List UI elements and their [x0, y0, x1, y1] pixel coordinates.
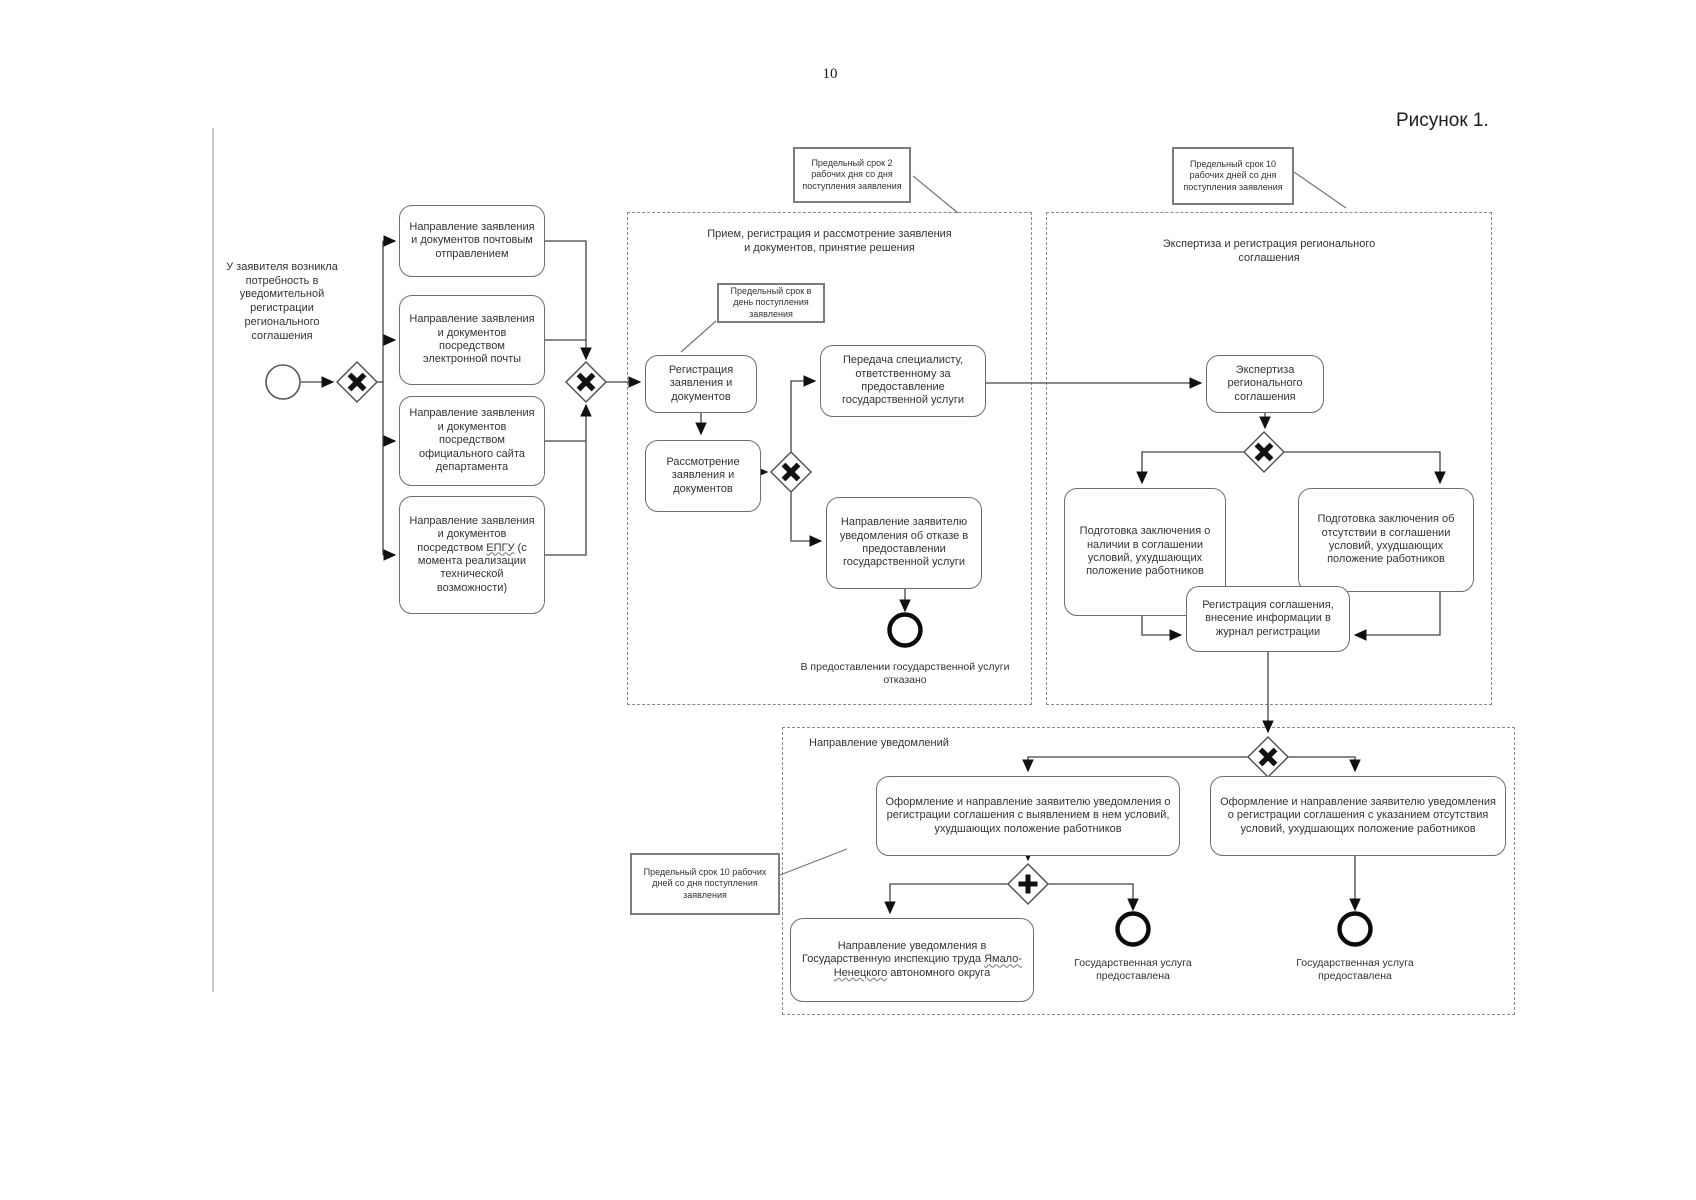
region-intake: Прием, регистрация и рассмотрение заявле…	[627, 212, 1032, 705]
gateway-split-channels-icon	[335, 360, 379, 404]
end-event-refused-label: В предоставлении государственной услуги …	[800, 660, 1010, 686]
task-send-postal: Направление заявления и документов почто…	[399, 205, 545, 277]
task-send-website: Направление заявления и документов посре…	[399, 396, 545, 486]
end-event-provided-right-label: Государственная услуга предоставлена	[1296, 956, 1414, 982]
end-event-refused-icon	[887, 612, 923, 648]
annotation-deadline-10-days-bottom: Предельный срок 10 рабочих дней со дня п…	[630, 853, 780, 915]
gateway-decision-icon	[769, 450, 813, 494]
task-register-agreement: Регистрация соглашения, внесение информа…	[1186, 586, 1350, 652]
task-refusal-notification: Направление заявителю уведомления об отк…	[826, 497, 982, 589]
task-send-epgu-label: Направление заявления и документов посре…	[406, 515, 538, 595]
task-notice-no-violations: Оформление и направление заявителю уведо…	[1210, 776, 1506, 856]
task-handover-specialist: Передача специалисту, ответственному за …	[820, 345, 986, 417]
git-notice-underlined: Ямало-Ненецкого	[833, 953, 1023, 979]
region-intake-title: Прием, регистрация и рассмотрение заявле…	[707, 228, 952, 255]
region-expertise: Экспертиза и регистрация регионального с…	[1046, 212, 1492, 705]
annotation-deadline-2-days: Предельный срок 2 рабочих дня со дня пос…	[793, 147, 911, 203]
gateway-merge-channels-icon	[564, 360, 608, 404]
git-notice-suffix: автономного округа	[887, 966, 991, 979]
annotation-deadline-10-days-top: Предельный срок 10 рабочих дней со дня п…	[1172, 147, 1294, 205]
annotation-deadline-same-day: Предельный срок в день поступления заявл…	[717, 283, 825, 323]
task-send-epgu: Направление заявления и документов посре…	[399, 496, 545, 614]
page-number: 10	[822, 66, 838, 82]
figure-caption: Рисунок 1.	[1396, 110, 1489, 131]
task-send-epgu-prefix: Направление заявления и документов посре…	[409, 514, 535, 554]
start-event-icon	[265, 364, 301, 400]
task-register-application: Регистрация заявления и документов	[645, 355, 757, 413]
xor-gateways	[335, 360, 1290, 906]
gateway-notification-type-icon	[1246, 735, 1290, 779]
git-notice-prefix: Направление уведомления в Государственну…	[801, 939, 987, 966]
region-notifications-title: Направление уведомлений	[809, 737, 949, 749]
gateway-parallel-split-icon	[1006, 862, 1050, 906]
task-send-epgu-underlined: ЕПГУ	[486, 541, 515, 554]
task-notify-labor-inspection: Направление уведомления в Государственну…	[790, 918, 1034, 1002]
task-expertise: Экспертиза регионального соглашения	[1206, 355, 1324, 413]
region-notifications: Направление уведомлений	[782, 727, 1515, 1015]
task-notify-labor-inspection-label: Направление уведомления в Государственну…	[797, 940, 1027, 980]
end-event-provided-left-icon	[1115, 911, 1151, 947]
region-expertise-title: Экспертиза и регистрация регионального с…	[1162, 238, 1376, 265]
task-send-email: Направление заявления и документов посре…	[399, 295, 545, 385]
sequence-flows	[301, 235, 1446, 915]
task-notice-violations: Оформление и направление заявителю уведо…	[876, 776, 1180, 856]
task-conclusion-no-violations: Подготовка заключения об отсутствии в со…	[1298, 488, 1474, 592]
task-send-epgu-suffix: (с момента реализации технической возмож…	[417, 541, 527, 594]
end-event-provided-left-label: Государственная услуга предоставлена	[1074, 956, 1192, 982]
task-review-application: Рассмотрение заявления и документов	[645, 440, 761, 512]
association-lines	[680, 171, 1347, 876]
gateway-expertise-result-icon	[1242, 430, 1286, 474]
end-event-provided-right-icon	[1337, 911, 1373, 947]
start-event-label: У заявителя возникла потребность в уведо…	[226, 260, 338, 342]
